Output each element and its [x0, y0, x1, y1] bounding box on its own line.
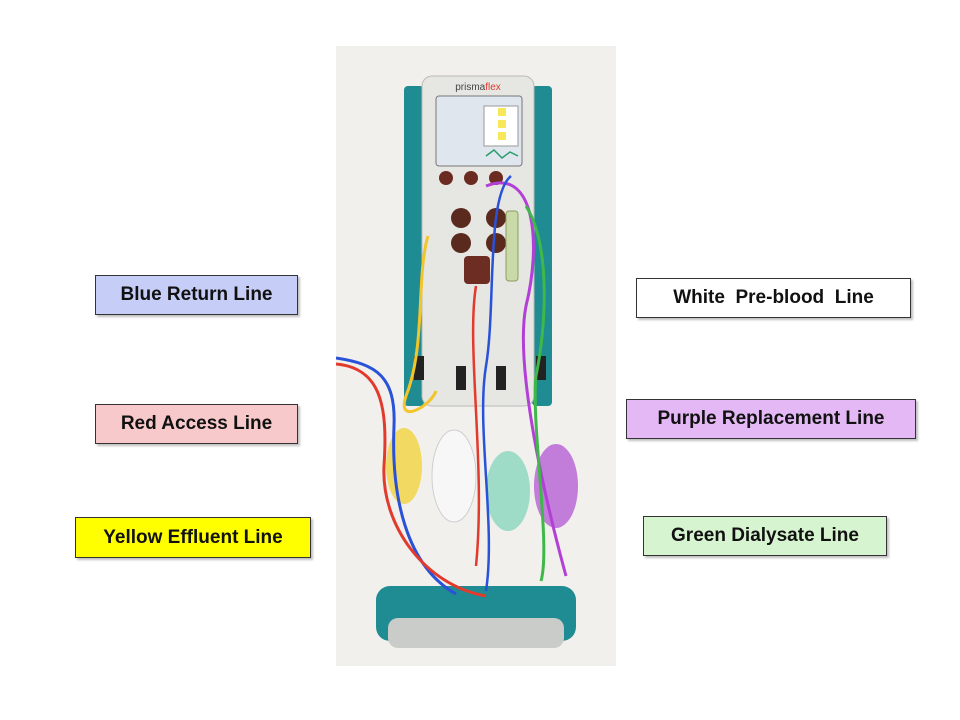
screen-indicator [498, 108, 506, 116]
purple-replacement-line-label: Purple Replacement Line [626, 399, 916, 439]
screen-graph [485, 149, 519, 159]
screen-indicator [498, 120, 506, 128]
yellow-effluent-tube [402, 235, 438, 414]
white-pre-blood-line-label: White Pre-blood Line [636, 278, 911, 318]
brand-logo: prismaflex [455, 82, 501, 93]
replacement-bag [534, 444, 578, 528]
screen-indicator [498, 132, 506, 140]
red-access-tube-inner [471, 285, 481, 567]
red-access-tube [336, 362, 487, 598]
filter-cartridge [505, 210, 519, 282]
scale-hook [456, 366, 466, 390]
base-tray [388, 618, 564, 648]
red-access-line-label: Red Access Line [95, 404, 298, 444]
yellow-effluent-line-label: Yellow Effluent Line [75, 517, 311, 558]
blue-return-line-label: Blue Return Line [95, 275, 298, 315]
pump-knob [464, 171, 478, 185]
purple-replacement-tube [485, 181, 568, 577]
scale-hook [536, 356, 546, 380]
scale-hook [414, 356, 424, 380]
green-dialysate-tube [524, 205, 546, 582]
pump-rotor [451, 233, 471, 253]
prismaflex-machine: prismaflex [336, 75, 578, 648]
device-photo: prismaflex [336, 46, 616, 666]
dialysate-bag [486, 451, 530, 531]
pre-blood-bag [431, 429, 477, 523]
blood-pump [464, 256, 490, 284]
pump-rotor [486, 233, 506, 253]
green-dialysate-line-label: Green Dialysate Line [643, 516, 887, 556]
effluent-bag [386, 428, 422, 504]
pump-rotor [451, 208, 471, 228]
pump-knob [439, 171, 453, 185]
right-column [532, 86, 552, 406]
scale-hook [496, 366, 506, 390]
blue-return-tube-inner [481, 175, 512, 592]
